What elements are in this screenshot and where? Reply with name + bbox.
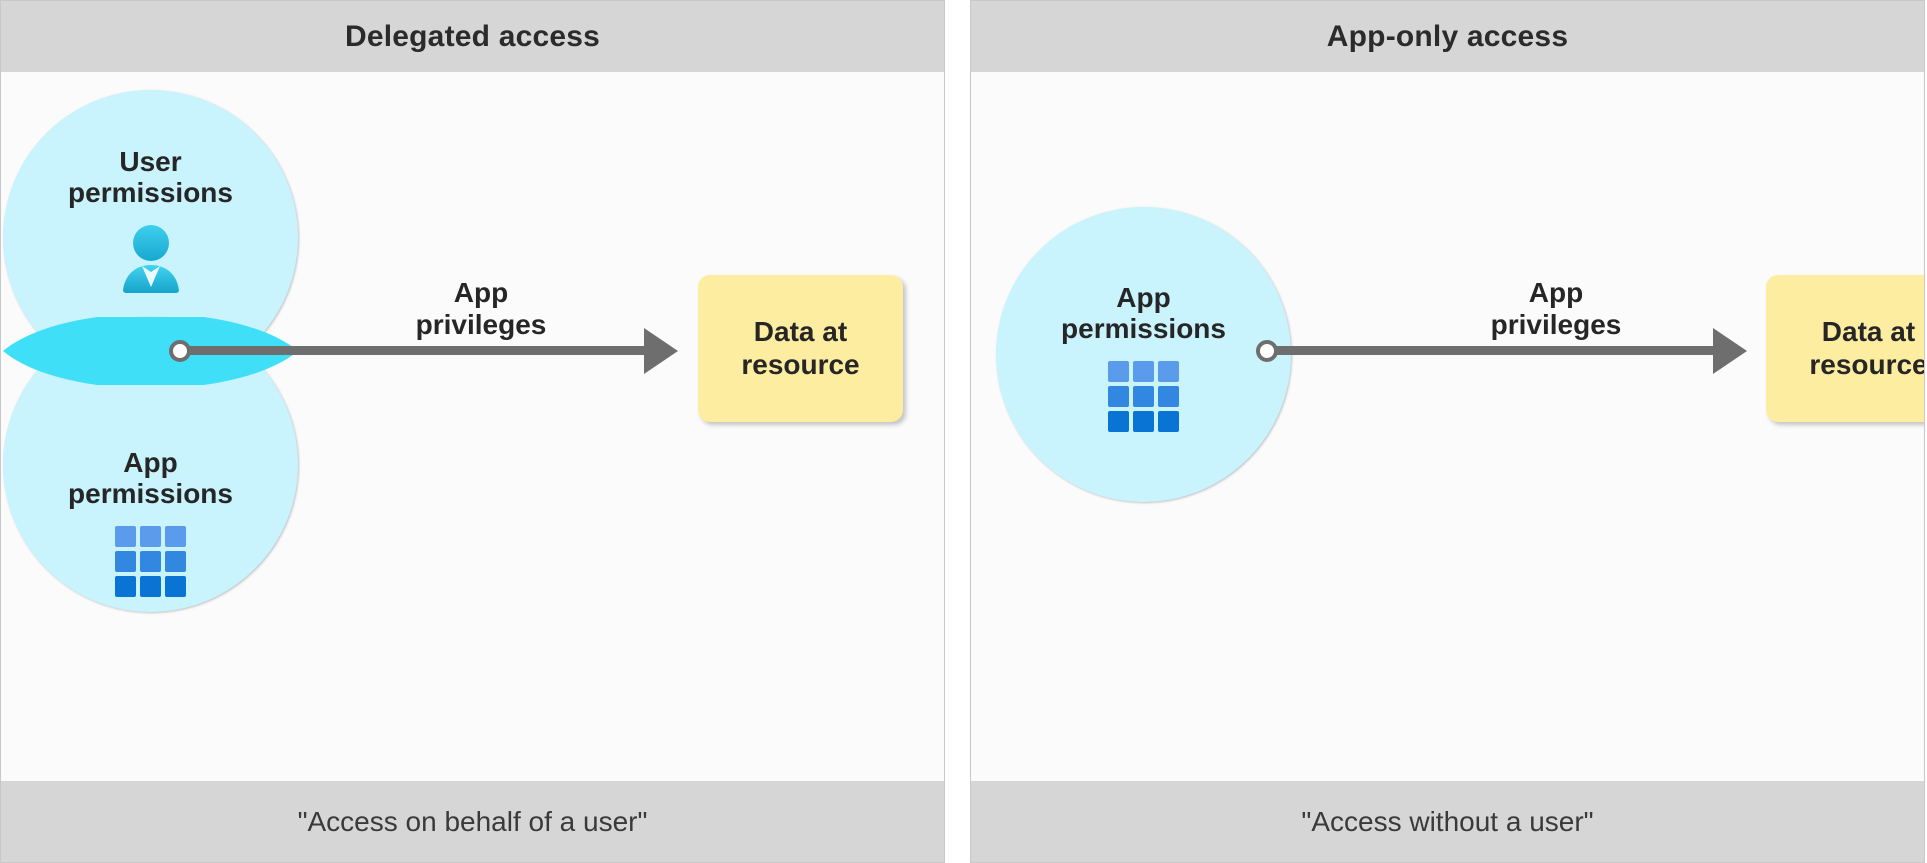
grid-cell [165,575,186,597]
arrow-head-delegated [644,328,678,374]
resource-label-delegated: Data at resource [741,316,860,380]
panel-title-delegated: Delegated access [344,19,601,53]
user-icon [120,224,182,298]
grid-cell [165,525,186,547]
circle-label-app-permissions-left: App permissions [68,447,233,510]
grid-cell [1158,410,1179,432]
grid-cell [1158,385,1179,407]
connector-dot-delegated [169,340,191,362]
panel-caption-app-only: "Access without a user" [1301,805,1594,837]
grid-cell [1133,385,1154,407]
arrow-head-app-only [1713,328,1747,374]
panel-body-app-only: App permissions App privileges [971,72,1924,781]
user-icon-svg [122,224,179,293]
circle-label-user-permissions: User permissions [68,146,233,209]
resource-box-app-only: Data at resource [1766,275,1924,422]
circle-content-app-permissions-left: App permissions [3,447,298,597]
panel-delegated-access: Delegated access User permissions [0,0,945,863]
grid-cell [115,525,136,547]
grid-cell [1158,360,1179,382]
grid-cell [1133,410,1154,432]
arrow-line-delegated [186,346,646,355]
connector-dot-app-only [1256,340,1278,362]
grid-cell [115,575,136,597]
arrow-line-app-only [1273,346,1715,355]
panel-header-app-only: App-only access [971,1,1924,72]
panel-footer-delegated: "Access on behalf of a user" [1,781,944,862]
circle-label-app-permissions-right: App permissions [1061,282,1226,345]
grid-cell [1108,410,1129,432]
panel-app-only-access: App-only access App permissions [970,0,1925,863]
grid-cell [140,550,161,572]
panel-footer-app-only: "Access without a user" [971,781,1924,862]
circle-content-user-permissions: User permissions [3,146,298,298]
resource-label-app-only: Data at resource [1809,316,1924,380]
circle-app-permissions-right [996,207,1291,502]
panel-caption-delegated: "Access on behalf of a user" [297,805,648,837]
grid-cell [115,550,136,572]
panel-header-delegated: Delegated access [1,1,944,72]
grid-icon [1108,360,1179,432]
grid-cell [1108,360,1129,382]
panel-title-app-only: App-only access [1326,19,1569,53]
grid-cell [1108,385,1129,407]
grid-cell [140,525,161,547]
circle-content-app-permissions-right: App permissions [996,282,1291,432]
edge-label-app-privileges-app-only: App privileges [1490,277,1622,340]
edge-label-app-privileges-delegated: App privileges [415,277,547,340]
resource-box-delegated: Data at resource [698,275,903,422]
grid-cell [165,550,186,572]
grid-cell [140,575,161,597]
grid-cell [1133,360,1154,382]
panel-body-delegated: User permissions [1,72,944,781]
grid-icon [115,525,186,597]
